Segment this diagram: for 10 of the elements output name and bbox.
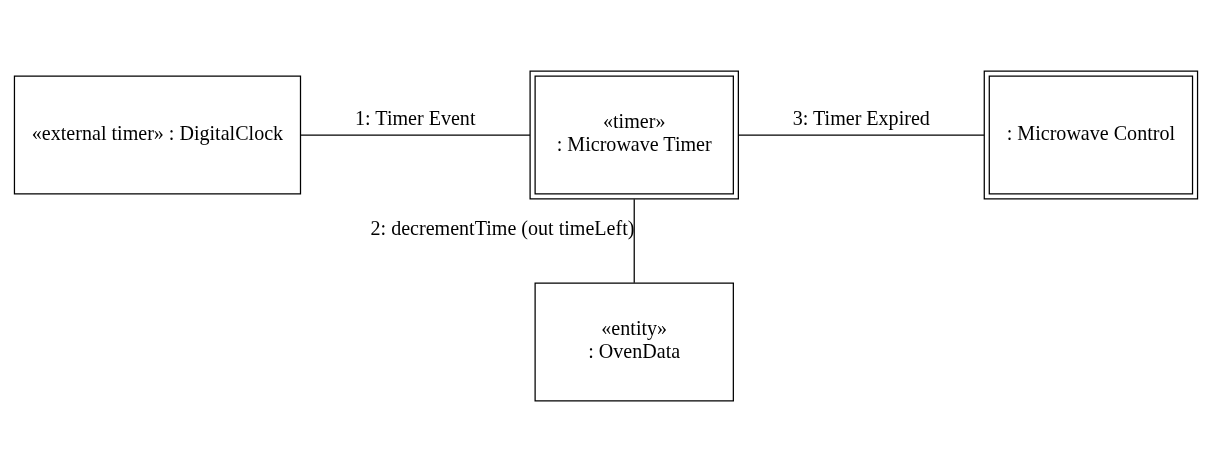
connector — [633, 198, 635, 283]
connector — [737, 133, 985, 136]
node-box: «entity» : OvenData — [534, 281, 734, 402]
connector — [299, 133, 531, 136]
node-box: «external timer» : DigitalClock — [13, 74, 302, 195]
edge-label: 2: decrementTime (out timeLeft) — [370, 216, 635, 239]
edge-label: 1: Timer Event — [355, 106, 476, 129]
node-box: «timer» : Microwave Timer — [529, 69, 739, 200]
edge-label: 3: Timer Expired — [792, 106, 930, 129]
node-box: : Microwave Control — [983, 69, 1199, 200]
